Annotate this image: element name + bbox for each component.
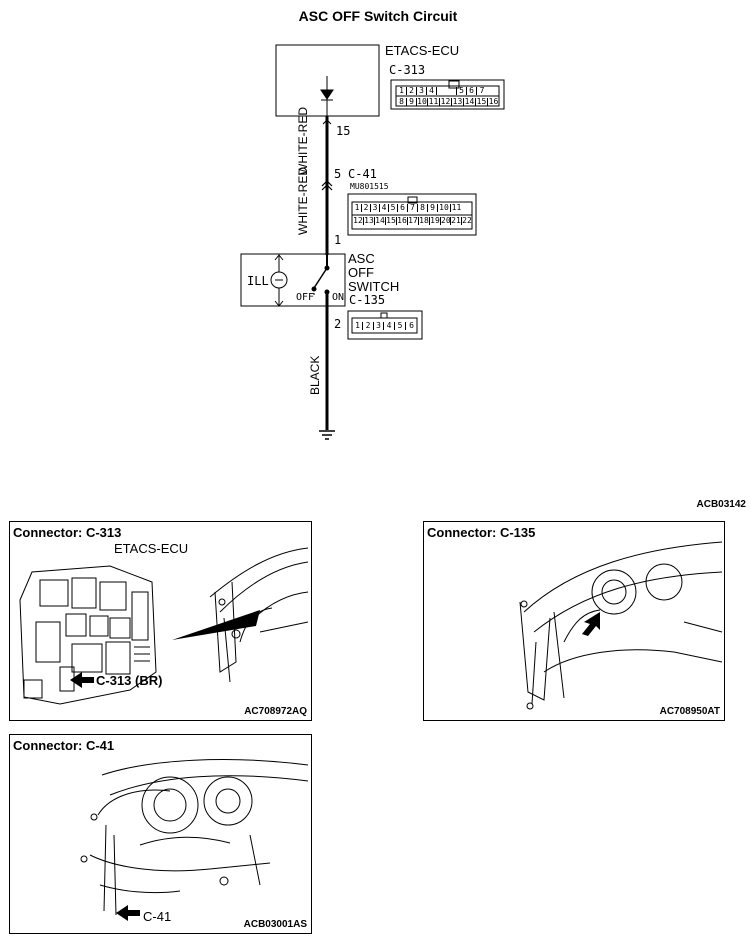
c313-pin: 3 <box>417 87 427 95</box>
c313-pin <box>437 87 457 95</box>
c135-pins: 1 2 3 4 5 6 <box>353 322 417 330</box>
c41-pin: 2 <box>362 204 371 212</box>
wire-color-lower: BLACK <box>308 355 322 395</box>
c135-pin: 2 <box>363 322 374 330</box>
c41-pin: 13 <box>364 216 375 225</box>
panel-c313-arrow-label: C-313 (BR) <box>96 673 163 688</box>
dashboard-illustration-c41 <box>80 759 309 921</box>
c41-pin: 9 <box>428 204 438 212</box>
c313-pin: 13 <box>452 97 464 106</box>
wire-color-middle: WHITE-RED <box>296 167 310 235</box>
panel-c135-title: Connector: C-135 <box>427 525 536 540</box>
panel-c135-arrow <box>582 612 600 636</box>
panel-connector-c313: Connector: C-313 ETACS-ECU <box>9 521 312 721</box>
c41-pin: 6 <box>398 204 408 212</box>
c135-pin: 5 <box>395 322 406 330</box>
c41-pin: 21 <box>451 216 462 225</box>
c41-pin: 17 <box>408 216 419 225</box>
panel-connector-c41: Connector: C-41 C-41 ACB03001AS <box>9 734 312 934</box>
panel-c41-arrow-label: C-41 <box>143 909 172 924</box>
c135-pin: 3 <box>374 322 384 330</box>
c313-pin: 7 <box>479 86 485 95</box>
c41-pin: 20 <box>441 216 451 225</box>
switch-lever <box>313 267 328 289</box>
panel-c135-code: AC708950AT <box>659 706 720 717</box>
c41-pin: 19 <box>430 216 441 225</box>
c313-pin: 2 <box>407 87 417 95</box>
c313-pin: 16 <box>488 97 499 106</box>
c41-label: C-41 <box>348 167 377 181</box>
c313-pins-top: 1 2 3 4 5 6 7 <box>397 87 499 95</box>
connector-c313-diagram <box>390 79 505 110</box>
c41-pins-bottom: 12 13 14 15 16 17 18 19 20 21 22 <box>353 217 472 225</box>
c41-pin: 22 <box>462 216 472 225</box>
c41-pin: 4 <box>380 204 389 212</box>
switch-box <box>240 253 346 307</box>
c135-pin: 1 <box>353 322 363 330</box>
c41-pin: 3 <box>371 204 380 212</box>
c313-pin: 5 <box>457 87 467 95</box>
c41-pin: 14 <box>375 216 386 225</box>
c41-pin: 10 <box>438 204 451 212</box>
c313-pin: 12 <box>440 97 452 106</box>
c41-part-number: MU801515 <box>350 182 389 191</box>
panel-c41-arrow <box>116 905 140 921</box>
panel-c313-title: Connector: C-313 <box>13 525 122 540</box>
panel-c313-code: AC708972AQ <box>244 706 307 717</box>
c41-pin: 18 <box>419 216 430 225</box>
c41-pin: 5 <box>389 204 398 212</box>
panel-c313-unit-label: ETACS-ECU <box>114 541 189 556</box>
switch-name-line2: OFF <box>348 265 374 280</box>
panel-c313-arrow <box>70 672 94 688</box>
c313-pin: 6 <box>467 87 477 95</box>
figure-code: ACB03142 <box>696 499 746 510</box>
c41-pin: 11 <box>451 203 462 212</box>
c41-pins-top: 1 2 3 4 5 6 7 8 9 10 11 <box>353 204 472 212</box>
switch-name-line1: ASC <box>348 251 375 266</box>
c313-pin: 11 <box>428 97 440 106</box>
switch-off-label: OFF <box>296 292 315 303</box>
c41-pin: 7 <box>408 204 418 212</box>
dashboard-illustration-c135 <box>519 541 723 710</box>
c313-pin: 9 <box>407 98 417 106</box>
c41-pin: 1 <box>353 204 362 212</box>
connector-c41-diagram <box>347 193 477 236</box>
switch-on-label: ON <box>332 292 345 303</box>
pin-2-label: 2 <box>334 317 342 331</box>
c41-pin: 12 <box>353 216 364 225</box>
panel-c41-code: ACB03001AS <box>243 919 307 930</box>
pin-15-label: 15 <box>336 124 351 138</box>
pin-1-label: 1 <box>334 233 342 247</box>
ill-label: ILL <box>247 274 269 288</box>
panel-c41-title: Connector: C-41 <box>13 738 115 753</box>
c313-pin: 8 <box>397 98 407 106</box>
c313-pin: 15 <box>476 97 488 106</box>
etacs-ecu-label: ETACS-ECU <box>385 43 460 58</box>
diode-symbol <box>320 89 334 100</box>
c313-pins-bottom: 8 9 10 11 12 13 14 15 16 <box>397 98 499 106</box>
c41-pin: 8 <box>418 204 428 212</box>
etacs-ecu-illustration <box>19 547 309 705</box>
pin-5-label: 5 <box>334 167 342 181</box>
c135-pin: 4 <box>384 322 395 330</box>
c313-pin: 14 <box>464 97 476 106</box>
c41-pin: 15 <box>386 216 397 225</box>
c135-label: C-135 <box>349 293 386 307</box>
panel-connector-c135: Connector: C-135 AC708950AT <box>423 521 725 721</box>
switch-name-line3: SWITCH <box>348 279 400 294</box>
page-title: ASC OFF Switch Circuit <box>298 8 458 24</box>
c313-pin: 4 <box>427 87 437 95</box>
connector-c135-diagram <box>347 310 423 340</box>
c313-pin: 1 <box>397 87 407 95</box>
c135-pin: 6 <box>409 321 414 330</box>
c313-label: C-313 <box>389 63 426 77</box>
c41-pin: 16 <box>397 216 408 225</box>
c313-pin: 10 <box>417 97 428 106</box>
